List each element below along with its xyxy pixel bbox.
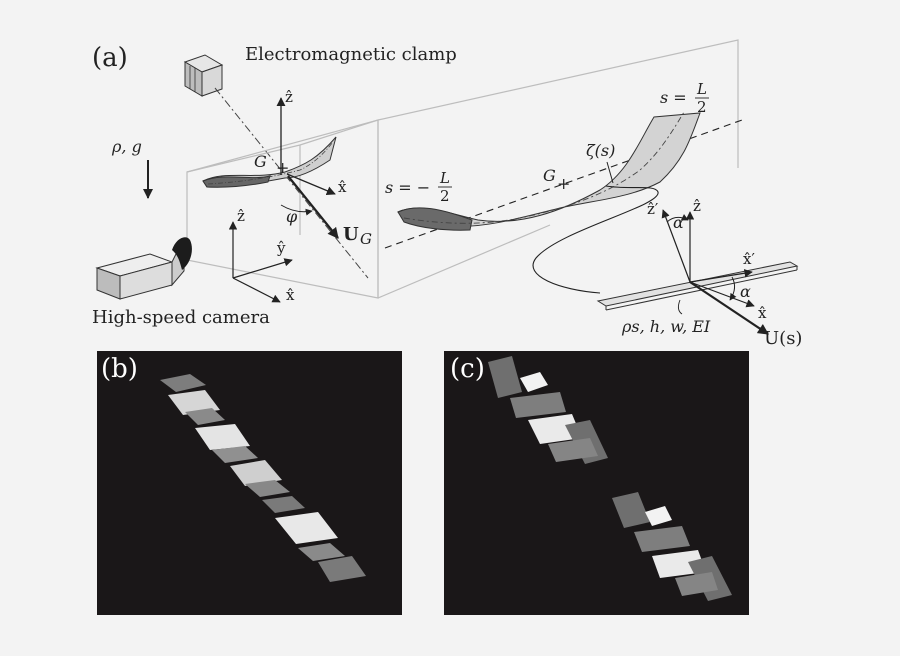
camera-label: High-speed camera (92, 307, 270, 328)
params-label: ρs, h, w, EI (621, 317, 711, 336)
UG-arrow (287, 175, 339, 239)
zoom-box (186, 39, 739, 299)
G-right-label: G (543, 166, 556, 185)
z-hat-local-label: ẑ (693, 197, 701, 215)
camera-icon (95, 237, 192, 300)
G-left-marker: + (276, 158, 289, 177)
s-half-two: 2 (697, 98, 707, 116)
x-hat-local-label: x̂ (758, 304, 767, 322)
large-ribbon (397, 111, 701, 231)
y-hat-frame-label: ŷ (276, 239, 286, 257)
clamp-label: Electromagnetic clamp (245, 44, 457, 65)
z-hat-frame-label: ẑ (237, 207, 245, 225)
local-frame (661, 209, 769, 335)
panel-c-label: (c) (450, 354, 485, 384)
x-hat-prime-label: x̂′ (743, 250, 755, 268)
U-s-label: U(s) (764, 328, 802, 349)
lab-frame (228, 221, 293, 303)
panel-a: (a) Electromagnetic clamp ρ, g (92, 39, 802, 349)
small-ribbon (202, 136, 337, 188)
alpha-top-label: α (673, 213, 684, 232)
s-neg-half-two: 2 (440, 187, 450, 205)
ribbon-sequence-c (488, 356, 732, 601)
UG-label: U (343, 224, 359, 245)
density-gravity-label: ρ, g (111, 137, 142, 156)
cross-section-plate (596, 261, 799, 307)
G-right-marker: + (557, 174, 570, 193)
panel-c: (c) (444, 351, 749, 615)
panel-b: (b) (97, 351, 402, 615)
s-neg-half-L: L (439, 169, 450, 187)
panel-b-label: (b) (101, 354, 138, 384)
G-left-label: G (254, 152, 267, 171)
panel-a-label: (a) (92, 43, 128, 73)
ribbon-sequence-b (160, 374, 366, 582)
x-axis-small (286, 173, 336, 196)
zeta-indicator (606, 161, 614, 184)
s-half-prefix: s = (660, 88, 687, 107)
z-hat-prime-label: ẑ′ (647, 200, 659, 218)
s-half-L: L (696, 80, 707, 98)
detail-loop (532, 185, 659, 294)
s-neg-half-prefix: s = − (385, 178, 430, 197)
phi-label: φ (286, 207, 298, 226)
z-hat-top-label: ẑ (285, 88, 293, 106)
x-hat-small-label: x̂ (338, 178, 347, 196)
clamp-icon (183, 54, 224, 97)
UG-sub-label: G (360, 230, 372, 248)
alpha-bottom-label: α (740, 282, 751, 301)
phi-arc (280, 204, 313, 216)
fall-line (214, 87, 369, 279)
zeta-label: ζ(s) (586, 141, 615, 160)
x-hat-frame-label: x̂ (286, 286, 295, 304)
